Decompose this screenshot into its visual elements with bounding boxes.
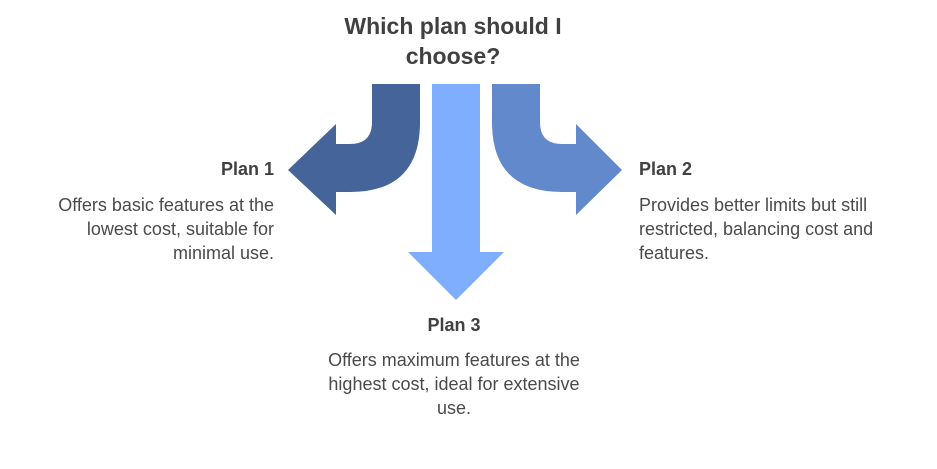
plan1-description: Offers basic features at the lowest cost…: [58, 195, 274, 263]
plan3-description: Offers maximum features at the highest c…: [328, 350, 580, 418]
plan1-curved-arrow: [288, 84, 420, 215]
diagram-title: Which plan should I choose?: [344, 13, 562, 69]
plan2-description: Provides better limits but still restric…: [639, 195, 874, 263]
plan3-down-arrow: [408, 84, 504, 300]
plan2-curved-arrow: [492, 84, 622, 215]
plan3-title: Plan 3: [427, 315, 481, 335]
plan2-title: Plan 2: [639, 159, 693, 179]
plan1-title: Plan 1: [220, 159, 274, 179]
